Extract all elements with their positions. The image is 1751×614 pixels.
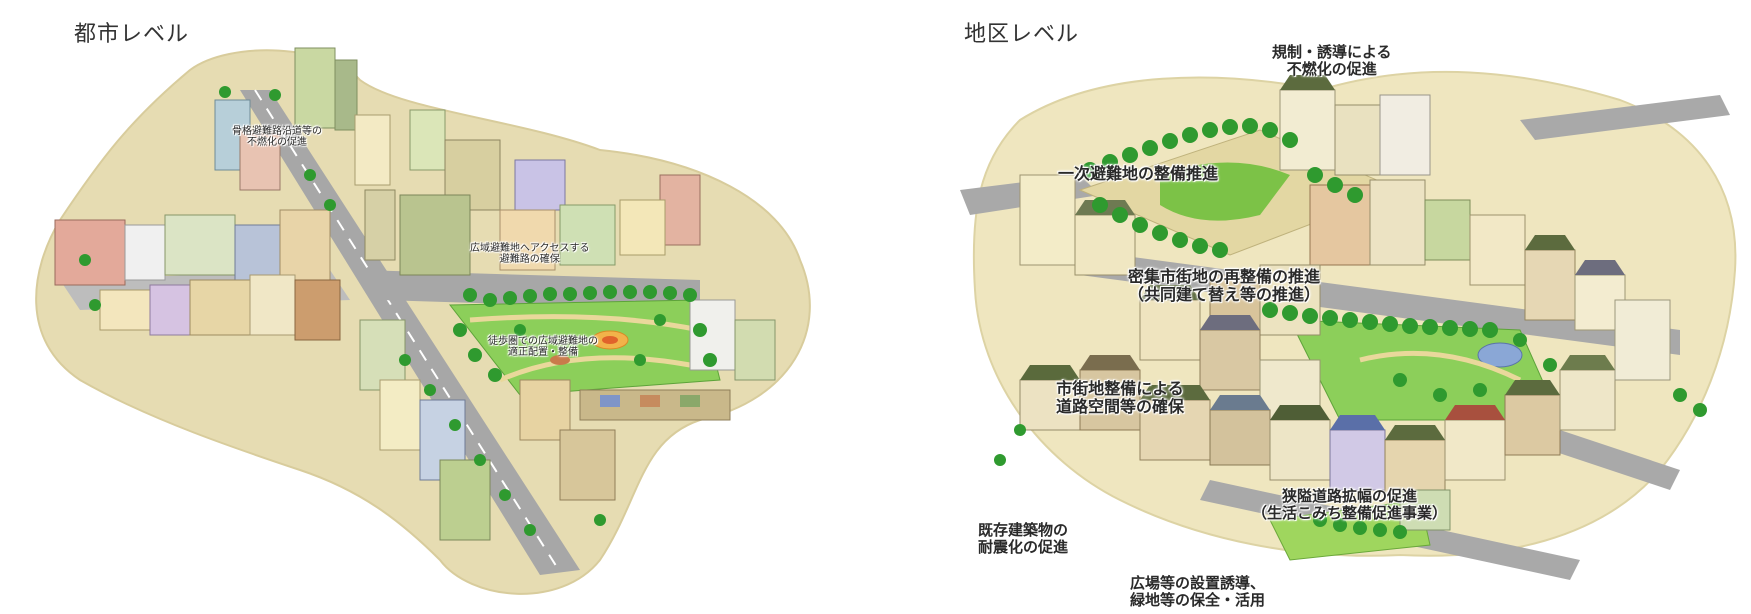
- street-space-label: 市街地整備による 道路空間等の確保: [1056, 379, 1185, 416]
- district-trees: [994, 118, 1707, 539]
- district-park: [1269, 319, 1561, 561]
- dense-urban-label: 密集市街地の再整備の推進 （共同建て替え等の推進）: [1128, 267, 1321, 304]
- city-level-title: 都市レベル: [74, 22, 190, 47]
- district-level-panel: 地区レベル: [960, 0, 1751, 614]
- primary-evacuation-label: 一次避難地の整備推進: [1058, 164, 1219, 183]
- central-park: [448, 299, 721, 396]
- district-roofs: [1020, 75, 1625, 440]
- city-buildings: [54, 47, 776, 541]
- district-level-title: 地区レベル: [964, 22, 1080, 47]
- regulation-label: 規制・誘導による 不燃化の促進: [1272, 43, 1392, 78]
- evacuation-park-label: 徒歩圏での広域避難地の 適正配置・整備: [488, 336, 598, 359]
- city-level-panel: 都市レベル: [0, 0, 860, 614]
- city-ground: [35, 49, 811, 595]
- district-buildings: [1019, 89, 1671, 531]
- access-road-label: 広域避難地へアクセスする 避難路の確保: [470, 243, 590, 266]
- district-illustration: [960, 70, 1737, 580]
- narrow-road-label: 狭隘道路拡幅の促進 （生活こみち整備促進事業）: [1252, 487, 1448, 522]
- arterial-road-label: 骨格避難路沿道等の 不燃化の促進: [232, 126, 322, 149]
- city-trees: [79, 86, 717, 536]
- existing-building-label: 既存建築物の 耐震化の促進: [978, 521, 1069, 556]
- plaza-green-label: 広場等の設置誘導、 緑地等の保全・活用: [1130, 574, 1266, 609]
- city-illustration: [35, 47, 811, 595]
